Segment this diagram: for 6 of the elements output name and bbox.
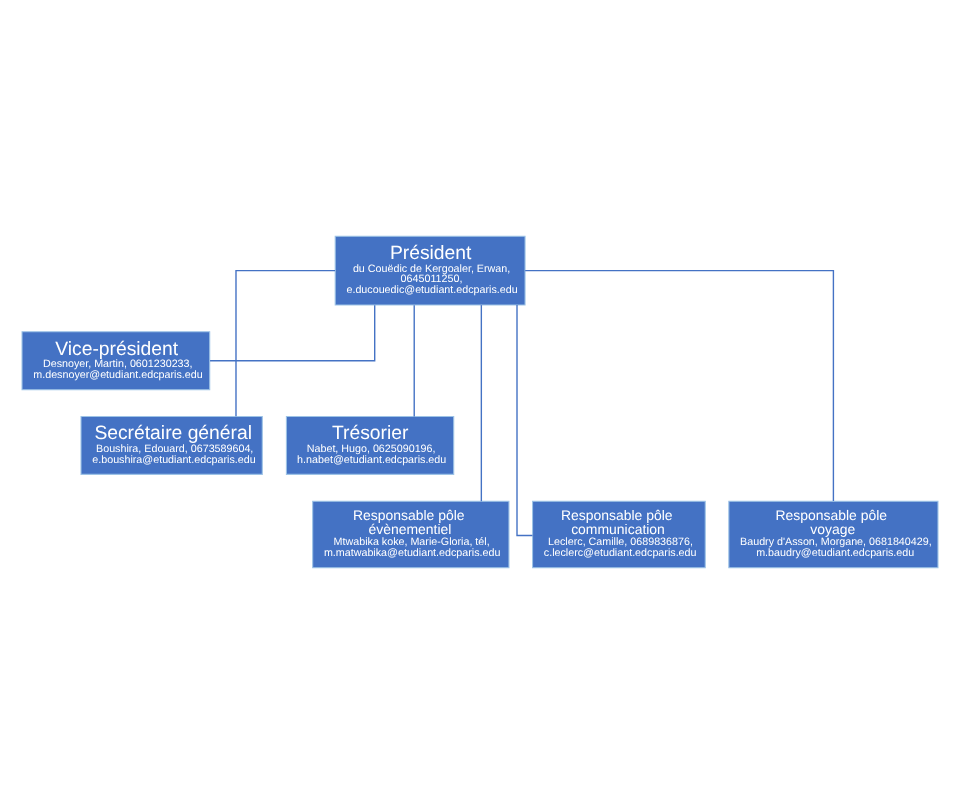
- connector: [516, 304, 534, 537]
- connector: [413, 304, 415, 418]
- connector: [480, 304, 483, 502]
- connector: [524, 269, 835, 502]
- connector: [235, 269, 336, 417]
- connector: [209, 304, 376, 362]
